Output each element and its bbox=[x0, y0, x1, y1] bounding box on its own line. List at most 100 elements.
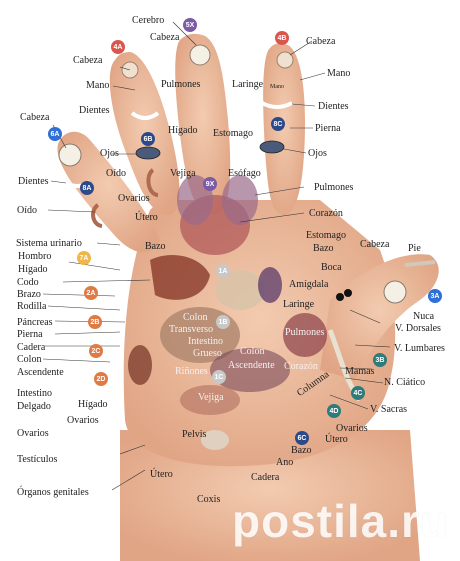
eye-right bbox=[259, 140, 285, 154]
middle-finger bbox=[175, 33, 231, 216]
ear-middle bbox=[146, 168, 159, 197]
label-utero-low: Útero bbox=[150, 469, 173, 480]
label-cabeza-little: Cabeza bbox=[20, 112, 50, 123]
label-cerebro: Cerebro bbox=[132, 15, 165, 26]
watermark: postila.ru bbox=[232, 490, 448, 552]
label-organos-genitales: Órganos genitales bbox=[17, 487, 89, 498]
label-bazo-mid: Bazo bbox=[145, 241, 166, 252]
badge-2b: 2B bbox=[88, 315, 102, 329]
lungs-thumb-organ bbox=[283, 313, 327, 357]
label-ascendente: Ascendente bbox=[17, 367, 64, 378]
label-pulmones-right: Pulmones bbox=[314, 182, 354, 193]
label-higado-left: Hígado bbox=[18, 264, 48, 275]
badge-3b: 3B bbox=[373, 353, 387, 367]
label-ovarios-top: Ovarios bbox=[118, 193, 150, 204]
label-estomago-top: Estomago bbox=[213, 128, 253, 139]
colon-organ bbox=[210, 348, 290, 392]
label-boca: Boca bbox=[321, 262, 342, 273]
label-vejiga: Vejiga bbox=[170, 168, 196, 179]
label-cabeza-ring: Cabeza bbox=[73, 55, 103, 66]
label-esofago: Esófago bbox=[228, 168, 261, 179]
label-v-lumbares: V. Lumbares bbox=[394, 343, 445, 354]
label-higado-top: Hígado bbox=[168, 125, 198, 136]
label-intestino-delgado-2: Delgado bbox=[17, 401, 51, 412]
label-cabeza-thumb: Cabeza bbox=[360, 239, 390, 250]
label-v-sacras: V. Sacras bbox=[370, 404, 408, 415]
stomach-organ bbox=[215, 270, 265, 310]
label-pancreas: Páncreas bbox=[17, 317, 53, 328]
label-cabeza-index: Cabeza bbox=[306, 36, 336, 47]
label-codo: Codo bbox=[17, 277, 39, 288]
index-finger bbox=[263, 43, 305, 215]
foot-bone bbox=[404, 260, 436, 267]
label-utero-right: Útero bbox=[325, 434, 348, 445]
badge-2d: 2D bbox=[94, 372, 108, 386]
lung-right-organ bbox=[222, 175, 258, 225]
badge-4b: 4B bbox=[275, 31, 289, 45]
label-laringe-right: Laringe bbox=[283, 299, 315, 310]
label-pie: Pie bbox=[408, 243, 421, 254]
small-intestine-organ bbox=[180, 385, 240, 415]
badge-8c: 8C bbox=[271, 117, 285, 131]
spleen-organ bbox=[258, 267, 282, 303]
eye-left bbox=[135, 146, 161, 160]
label-pulmones-center: Pulmones bbox=[285, 327, 325, 338]
label-colon-asc-1: Colon bbox=[240, 346, 265, 357]
pelvis-organ bbox=[201, 430, 229, 450]
label-ano: Ano bbox=[276, 457, 294, 468]
label-intestino-delgado-1: Intestino bbox=[17, 388, 52, 399]
badge-5x: 5X bbox=[183, 18, 197, 32]
label-bazo-right: Bazo bbox=[313, 243, 334, 254]
label-intestino-grueso-2: Grueso bbox=[193, 348, 222, 359]
label-testiculos: Testículos bbox=[17, 454, 58, 465]
label-ovarios-left: Ovarios bbox=[17, 428, 49, 439]
thumb bbox=[320, 254, 439, 380]
skull-middle bbox=[189, 44, 211, 66]
label-pierna-left: Pierna bbox=[17, 329, 43, 340]
label-dientes-right: Dientes bbox=[318, 101, 349, 112]
skull-thumb bbox=[383, 280, 407, 304]
label-sistema-urinario: Sistema urinario bbox=[16, 238, 82, 249]
badge-9x: 9X bbox=[203, 177, 217, 191]
label-cadera-left: Cadera bbox=[17, 342, 46, 353]
label-ovarios-right: Ovarios bbox=[336, 423, 368, 434]
badge-1c: 1C bbox=[212, 370, 226, 384]
label-vejiga-low: Vejiga bbox=[198, 392, 224, 403]
teeth-right bbox=[261, 101, 293, 109]
label-hombro: Hombro bbox=[18, 251, 52, 262]
label-mamas: Mamas bbox=[345, 366, 375, 377]
label-ojos-right: Ojos bbox=[308, 148, 327, 159]
label-colon-asc-2: Ascendente bbox=[228, 360, 275, 371]
tonsil-dot-2 bbox=[344, 289, 352, 297]
label-estomago-mid: Estomago bbox=[306, 230, 346, 241]
badge-3a: 3A bbox=[428, 289, 442, 303]
teeth-left bbox=[130, 111, 160, 120]
badge-4a: 4A bbox=[111, 40, 125, 54]
watermark-text: postila.ru bbox=[232, 495, 450, 547]
label-amigdala: Amígdala bbox=[289, 279, 329, 290]
kidney-left-organ bbox=[128, 345, 152, 385]
label-pulmones-top: Pulmones bbox=[161, 79, 201, 90]
label-rinones: Riñones bbox=[175, 366, 208, 377]
label-bazo-low: Bazo bbox=[291, 445, 312, 456]
label-oido-mid: Oído bbox=[106, 168, 126, 179]
badge-6a: 6A bbox=[48, 127, 62, 141]
badge-6b: 6B bbox=[141, 132, 155, 146]
label-utero-top: Útero bbox=[135, 212, 158, 223]
badge-2a: 2A bbox=[84, 286, 98, 300]
ear-little bbox=[91, 203, 103, 228]
label-mano-left: Mano bbox=[86, 80, 110, 91]
label-higado-low: Hígado bbox=[78, 399, 108, 410]
label-oido-little: Oído bbox=[17, 205, 37, 216]
badge-1b: 1B bbox=[216, 315, 230, 329]
label-pelvis: Pelvis bbox=[182, 429, 207, 440]
label-colon-transverso-1: Colon bbox=[183, 312, 208, 323]
label-ovarios-low: Ovarios bbox=[67, 415, 99, 426]
label-coxis: Coxis bbox=[197, 494, 221, 505]
skull-index bbox=[276, 51, 294, 69]
leader-lines bbox=[42, 21, 391, 491]
label-rodilla: Rodilla bbox=[17, 301, 47, 312]
label-colon-transverso-2: Transverso bbox=[169, 324, 214, 335]
label-intestino-grueso-1: Intestino bbox=[188, 336, 223, 347]
